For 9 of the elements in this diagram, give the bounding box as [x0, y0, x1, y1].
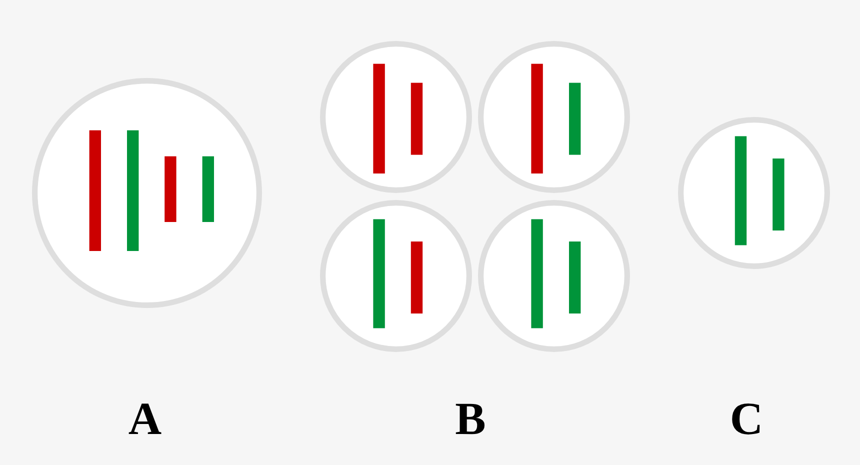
panel-label: B [455, 396, 486, 442]
panel-label: C [730, 396, 764, 442]
cell-circle [320, 41, 472, 194]
cell-circle [320, 200, 472, 352]
cell-circle [478, 200, 630, 352]
cell-circle [678, 116, 830, 269]
cell-circle [478, 41, 630, 194]
panel-label: A [128, 396, 162, 442]
cell-circle [32, 78, 262, 308]
